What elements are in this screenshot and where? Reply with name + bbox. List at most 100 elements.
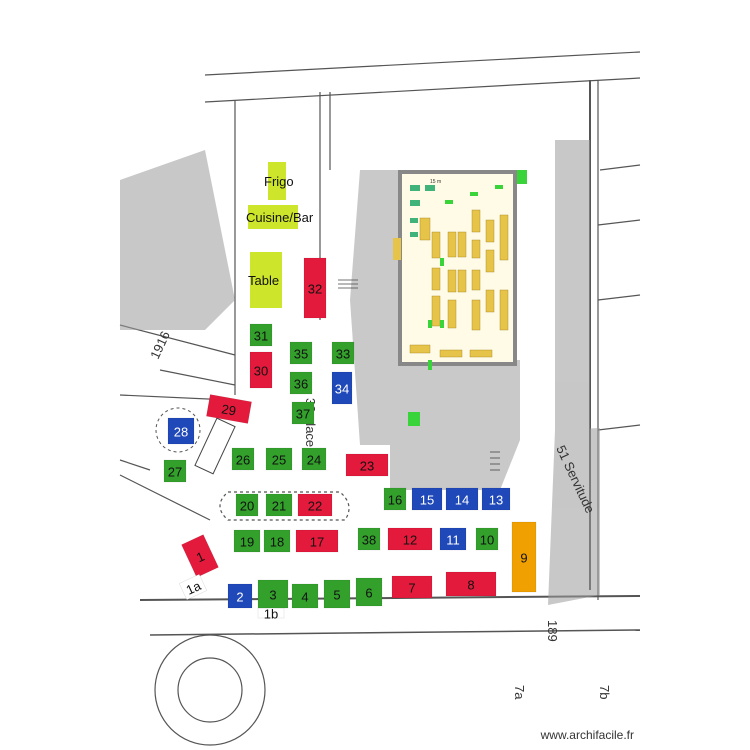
stall-30[interactable]: 30 — [249, 351, 273, 389]
stall-box[interactable] — [163, 459, 187, 483]
stall-box[interactable] — [291, 583, 319, 609]
stall-box[interactable] — [331, 341, 355, 365]
stall-box[interactable] — [289, 371, 313, 395]
stall-box[interactable] — [235, 493, 259, 517]
stall-box[interactable] — [265, 493, 293, 517]
stall-26[interactable]: 26 — [231, 447, 255, 471]
stall-38[interactable]: 38 — [357, 527, 381, 551]
stall-19[interactable]: 19 — [233, 529, 261, 553]
stall-box[interactable] — [206, 394, 252, 424]
stall-7[interactable]: 7 — [391, 575, 433, 599]
stall-8[interactable]: 8 — [445, 571, 497, 597]
stall-box[interactable] — [297, 493, 333, 517]
stall-32[interactable]: 32 — [303, 257, 327, 319]
stall-box[interactable] — [167, 417, 195, 445]
stall-number: 34 — [335, 382, 349, 397]
stall-1a[interactable]: 1a — [178, 573, 208, 601]
stall-box[interactable] — [265, 447, 293, 471]
stall-36[interactable]: 36 — [289, 371, 313, 395]
stall-37[interactable]: 37 — [291, 401, 315, 425]
stall-9[interactable]: 9 — [511, 521, 537, 593]
stall-box[interactable] — [511, 521, 537, 593]
stall-box[interactable] — [439, 527, 467, 551]
stall-23[interactable]: 23 — [345, 453, 389, 477]
stall-box[interactable] — [357, 527, 381, 551]
stall-box[interactable] — [301, 447, 327, 471]
frigo-block — [268, 162, 286, 200]
stall-number: 3 — [269, 588, 276, 603]
stall-number: 30 — [254, 364, 268, 379]
stall-box[interactable] — [263, 529, 291, 553]
stall-box[interactable] — [391, 575, 433, 599]
stall-box[interactable] — [249, 323, 273, 347]
stall-21[interactable]: 21 — [265, 493, 293, 517]
stall-11[interactable]: 11 — [439, 527, 467, 551]
stall-33[interactable]: 33 — [331, 341, 355, 365]
stall-1b[interactable]: 1b — [257, 607, 285, 622]
stall-29[interactable]: 29 — [206, 394, 252, 424]
stall-17[interactable]: 17 — [295, 529, 339, 553]
stall-box[interactable] — [355, 577, 383, 607]
stall-box[interactable] — [257, 579, 289, 609]
stall-box[interactable] — [481, 487, 511, 511]
stall-number: 13 — [489, 493, 503, 508]
stall-box[interactable] — [233, 529, 261, 553]
stall-2[interactable]: 2 — [227, 583, 253, 609]
parcel-189-label: 189 — [545, 620, 560, 642]
hall-side-stand — [393, 238, 401, 260]
stall-16[interactable]: 16 — [383, 487, 407, 511]
stall-22[interactable]: 22 — [297, 493, 333, 517]
stairs — [338, 279, 500, 471]
stall-5[interactable]: 5 — [323, 579, 351, 609]
stall-10[interactable]: 10 — [475, 527, 499, 551]
stall-18[interactable]: 18 — [263, 529, 291, 553]
stall-28[interactable]: 28 — [167, 417, 195, 445]
stall-number: 7 — [408, 581, 415, 596]
roundabout — [155, 407, 201, 453]
stall-12[interactable]: 12 — [387, 527, 433, 551]
kiosk — [194, 417, 236, 475]
stall-box[interactable] — [345, 453, 389, 477]
stall-4[interactable]: 4 — [291, 583, 319, 609]
stall-box[interactable] — [227, 583, 253, 609]
stall-box[interactable] — [295, 529, 339, 553]
stall-31[interactable]: 31 — [249, 323, 273, 347]
stall-box[interactable] — [383, 487, 407, 511]
stall-1[interactable]: 1 — [181, 534, 219, 578]
stall-box[interactable] — [289, 341, 313, 365]
stall-number: 16 — [388, 493, 402, 508]
stall-3[interactable]: 3 — [257, 579, 289, 609]
stall-34[interactable]: 34 — [331, 371, 353, 405]
stall-14[interactable]: 14 — [445, 487, 479, 511]
stall-number: 5 — [333, 588, 340, 603]
stall-number: 19 — [240, 535, 254, 550]
stall-box[interactable] — [249, 351, 273, 389]
stall-box[interactable] — [178, 573, 208, 601]
stall-number: 20 — [240, 499, 254, 514]
stall-box[interactable] — [331, 371, 353, 405]
stall-box[interactable] — [323, 579, 351, 609]
stall-13[interactable]: 13 — [481, 487, 511, 511]
stall-20[interactable]: 20 — [235, 493, 259, 517]
stall-35[interactable]: 35 — [289, 341, 313, 365]
stall-box[interactable] — [475, 527, 499, 551]
stall-number: 26 — [236, 453, 250, 468]
stall-25[interactable]: 25 — [265, 447, 293, 471]
stall-box[interactable] — [445, 487, 479, 511]
stall-box[interactable] — [387, 527, 433, 551]
stall-6[interactable]: 6 — [355, 577, 383, 607]
stall-box[interactable] — [181, 534, 219, 578]
stall-box[interactable] — [303, 257, 327, 319]
stall-box[interactable] — [411, 487, 443, 511]
stall-box[interactable] — [291, 401, 315, 425]
stall-box[interactable] — [445, 571, 497, 597]
hall-stands — [409, 209, 509, 358]
exhibition-hall: 15 m — [393, 170, 527, 426]
parcel-7a-label: 7a — [512, 685, 527, 700]
stall-24[interactable]: 24 — [301, 447, 327, 471]
stall-27[interactable]: 27 — [163, 459, 187, 483]
stall-15[interactable]: 15 — [411, 487, 443, 511]
stall-number: 9 — [520, 551, 527, 566]
hall-direction-arrows — [408, 185, 503, 426]
stall-box[interactable] — [231, 447, 255, 471]
